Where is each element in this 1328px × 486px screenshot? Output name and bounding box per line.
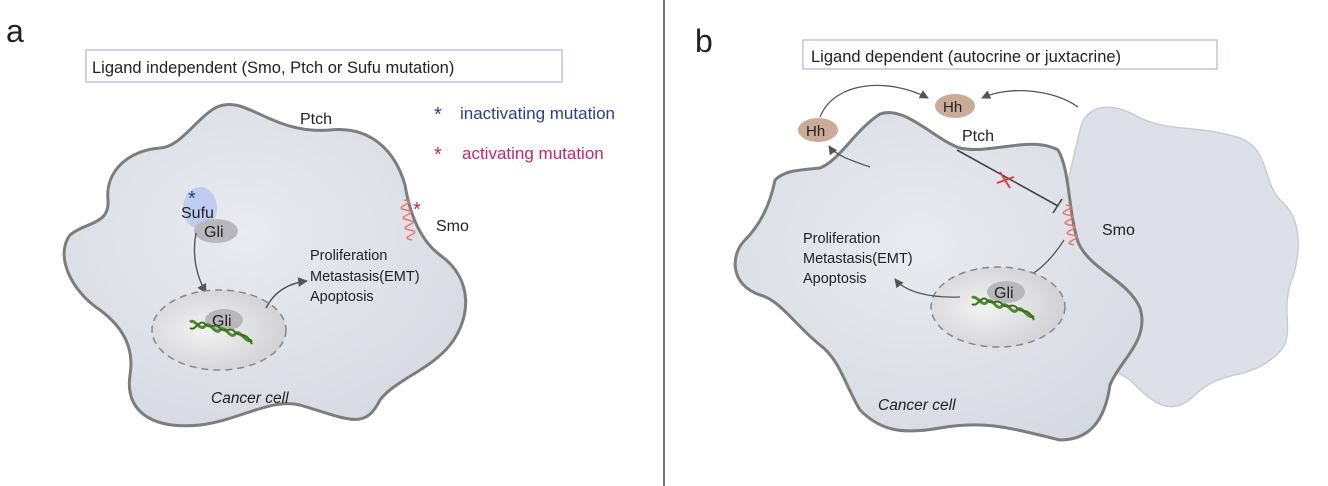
dna-icon-b <box>971 295 1035 321</box>
outcome-proliferation-a: Proliferation <box>310 248 387 264</box>
legend-activating-label: activating mutation <box>462 144 604 163</box>
outcome-apoptosis-b: Apoptosis <box>803 271 867 287</box>
juxtacrine-arrow <box>981 90 1079 108</box>
panel-b: b Ligand dependent (autocrine or juxtacr… <box>695 23 1299 442</box>
gli-translocation-arrow <box>193 232 207 294</box>
cancer-cell-label-a: Cancer cell <box>211 390 289 407</box>
smo-receptor-b <box>1062 204 1078 246</box>
ptch-label-a: Ptch <box>300 111 332 128</box>
hh-ligand-1 <box>798 118 838 142</box>
smo-label-a: Smo <box>436 218 469 235</box>
dna-icon <box>189 319 253 345</box>
gli-cytoplasm <box>194 219 238 243</box>
outcome-arrow-a <box>265 277 308 309</box>
cancer-cell-label-b: Cancer cell <box>878 397 956 414</box>
panel-a-title-box <box>85 49 563 83</box>
smo-receptor-a <box>400 199 416 241</box>
hh-ligand-2 <box>935 94 975 118</box>
smo-mutation-asterisk-icon: * <box>413 199 421 221</box>
panel-b-letter: b <box>695 23 713 59</box>
panel-a: a Ligand independent (Smo, Ptch or Sufu … <box>6 13 615 428</box>
inhibition-bar <box>1052 198 1063 214</box>
hh-label-1: Hh <box>806 123 825 140</box>
cancer-cell-b <box>733 111 1144 442</box>
gli-nucleus-label-b: Gli <box>994 285 1014 302</box>
outcome-metastasis-a: Metastasis(EMT) <box>310 269 420 285</box>
sufu-mutation-asterisk-icon: * <box>188 188 196 210</box>
outcome-proliferation-b: Proliferation <box>803 231 880 247</box>
sufu-halo <box>183 187 217 229</box>
mutation-legend: * inactivating mutation * activating mut… <box>434 104 615 166</box>
outcome-metastasis-b: Metastasis(EMT) <box>803 251 913 267</box>
outcome-apoptosis-a: Apoptosis <box>310 289 374 305</box>
smo-label-b: Smo <box>1102 222 1135 239</box>
hh-secretion-arrow <box>828 145 871 168</box>
cancer-cell-a <box>62 102 468 428</box>
autocrine-arrow <box>819 84 929 118</box>
blocked-x-icon <box>996 171 1015 189</box>
panel-b-title: Ligand dependent (autocrine or juxtacrin… <box>811 48 1121 66</box>
gli-cytoplasm-label: Gli <box>204 224 224 241</box>
panel-b-title-box <box>802 39 1218 70</box>
outcome-arrow-b <box>894 278 961 298</box>
sufu-label: Sufu <box>181 205 214 222</box>
panel-a-title: Ligand independent (Smo, Ptch or Sufu mu… <box>92 59 454 77</box>
hh-label-2: Hh <box>943 99 962 116</box>
activating-asterisk-icon: * <box>434 144 442 166</box>
inactivating-asterisk-icon: * <box>434 104 442 126</box>
ptch-inhibition-line <box>956 149 1059 207</box>
panel-a-letter: a <box>6 13 24 49</box>
ptch-label-b: Ptch <box>962 128 994 145</box>
gli-nucleus-b <box>987 281 1025 303</box>
legend-inactivating-label: inactivating mutation <box>460 104 615 123</box>
